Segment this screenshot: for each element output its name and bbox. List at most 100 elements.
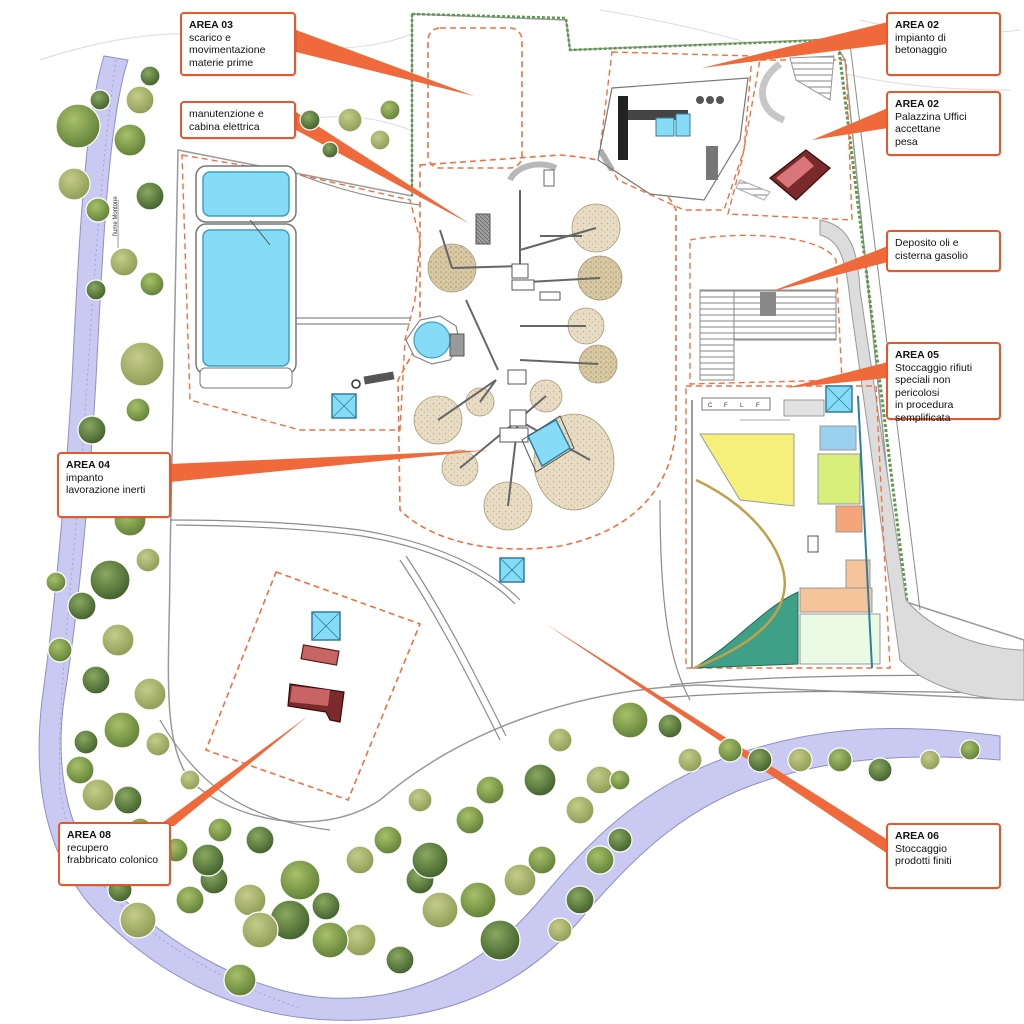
batching-plant <box>597 77 749 201</box>
tree <box>89 559 131 601</box>
tree <box>299 109 321 131</box>
bay-letter: F <box>724 403 728 409</box>
callout-title: AREA 05 <box>895 349 939 361</box>
callout-area04: AREA 04 impanto lavorazione inerti <box>57 452 171 518</box>
tree <box>81 665 111 695</box>
tree <box>657 713 683 739</box>
callout-title: AREA 04 <box>66 459 110 471</box>
tree <box>279 859 321 901</box>
tree <box>547 917 573 943</box>
callout-area08: AREA 08 recupero frabbricato colonico <box>58 822 171 886</box>
tree <box>565 795 595 825</box>
river-label: fiume Montone <box>113 196 119 236</box>
callout-text: impianto di betonaggio <box>895 31 947 57</box>
tree <box>125 397 151 423</box>
tree <box>787 747 813 773</box>
tree <box>827 747 853 773</box>
tree <box>65 755 95 785</box>
tree <box>85 279 107 301</box>
tree <box>47 637 73 663</box>
tree <box>717 737 743 763</box>
tree <box>81 778 115 812</box>
tree <box>191 843 225 877</box>
tree <box>421 891 459 929</box>
tree <box>585 845 615 875</box>
tree <box>113 123 147 157</box>
callout-text: Stoccaggio prodotti finiti <box>895 842 952 868</box>
tree <box>179 769 201 791</box>
tree <box>747 747 773 773</box>
tree <box>611 701 649 739</box>
tree <box>101 623 135 657</box>
tree <box>245 825 275 855</box>
tree <box>337 107 363 133</box>
tree <box>311 921 349 959</box>
tree <box>133 677 167 711</box>
tree <box>145 731 171 757</box>
callout-area03: AREA 03 scarico e movimentazione materie… <box>180 12 296 76</box>
tree <box>385 945 415 975</box>
river-band <box>38 55 1001 1021</box>
tree <box>207 817 233 843</box>
tree <box>135 547 161 573</box>
tree <box>565 885 595 915</box>
tree <box>85 197 111 223</box>
tree <box>241 911 279 949</box>
callout-leaders <box>158 22 888 854</box>
callout-area06: AREA 06 Stoccaggio prodotti finiti <box>886 823 1001 889</box>
tree <box>233 883 267 917</box>
tree <box>411 841 449 879</box>
callout-oil-deposit: Deposito oli e cisterna gasolio <box>886 230 1001 272</box>
office-building <box>735 149 831 201</box>
callout-area02-batching: AREA 02 impianto di betonaggio <box>886 12 1001 76</box>
callout-text: impanto lavorazione inerti <box>66 471 146 497</box>
tree <box>479 919 521 961</box>
tree <box>113 785 143 815</box>
callout-text: Palazzina Uffici accettane pesa <box>895 110 967 148</box>
tree <box>919 749 941 771</box>
tree-canopy <box>45 65 981 997</box>
tree <box>125 85 155 115</box>
callout-text: Stoccaggio rifiuti speciali non pericolo… <box>895 361 973 424</box>
oil-deposit-racks <box>699 289 837 381</box>
callout-area05: AREA 05 Stoccaggio rifiuti speciali non … <box>886 342 1001 424</box>
bay-letter: C <box>708 403 713 409</box>
tree <box>67 591 97 621</box>
tree <box>523 763 557 797</box>
tree <box>119 901 157 939</box>
tree <box>77 415 107 445</box>
tree <box>407 787 433 813</box>
tree <box>369 129 391 151</box>
tree <box>311 891 341 921</box>
tree <box>677 747 703 773</box>
callout-text: manutenzione e cabina elettrica <box>189 108 264 133</box>
tree <box>379 99 401 121</box>
callout-title: AREA 03 <box>189 19 233 31</box>
bay-letter: F <box>756 403 760 409</box>
tree <box>527 845 557 875</box>
tree <box>139 271 165 297</box>
callout-title: AREA 02 <box>895 98 939 110</box>
callout-text: recupero frabbricato colonico <box>67 841 159 867</box>
tree <box>547 727 573 753</box>
tree <box>609 769 631 791</box>
callout-text: scarico e movimentazione materie prime <box>189 31 266 69</box>
tree <box>503 863 537 897</box>
tree <box>373 825 403 855</box>
tree <box>55 103 101 149</box>
callout-maintenance: manutenzione e cabina elettrica <box>180 101 296 139</box>
tree <box>455 805 485 835</box>
tree <box>109 247 139 277</box>
tree <box>475 775 505 805</box>
tree <box>345 845 375 875</box>
tree <box>607 827 633 853</box>
farmhouse-buildings <box>287 644 345 723</box>
tree <box>223 963 257 997</box>
tree <box>175 885 205 915</box>
tree <box>321 141 339 159</box>
tree <box>343 923 377 957</box>
tree <box>57 167 91 201</box>
callout-area02-offices: AREA 02 Palazzina Uffici accettane pesa <box>886 91 1001 156</box>
